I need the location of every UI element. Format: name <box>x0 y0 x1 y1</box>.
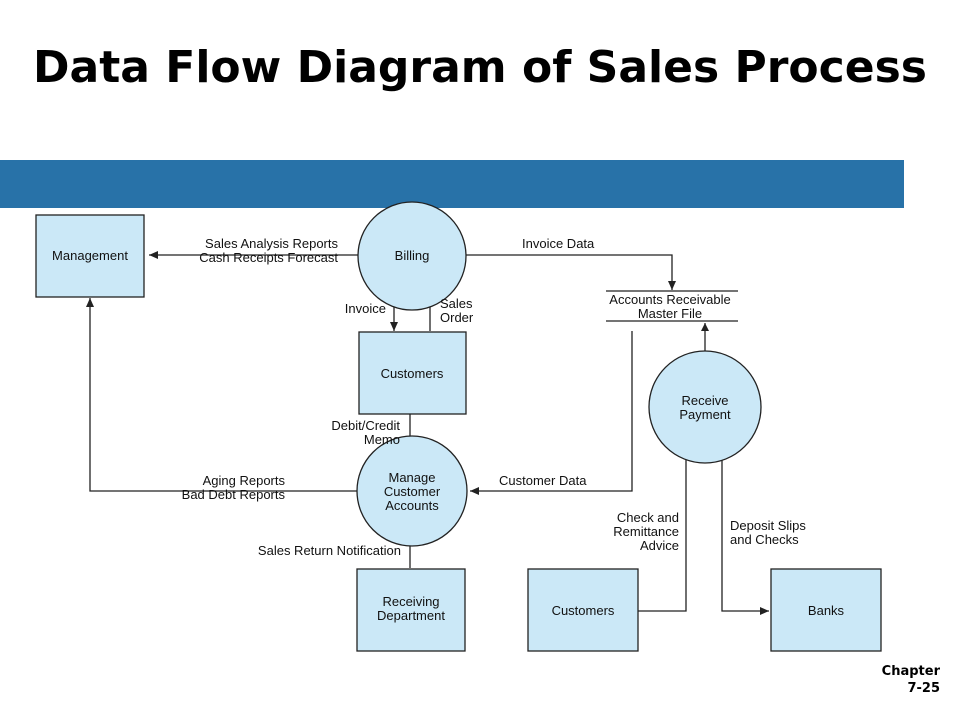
label-line: Invoice <box>345 301 386 316</box>
edge-receive-payment-to-banks <box>721 448 769 615</box>
slide-number: Chapter 7-25 <box>860 663 940 697</box>
label-line: Remittance <box>613 524 679 539</box>
footer-chapter: Chapter <box>881 664 940 679</box>
label-line: Master File <box>638 306 702 321</box>
edge-customers-to-receive-payment <box>638 447 690 612</box>
label-line: Manage <box>389 470 436 485</box>
label-line: Banks <box>808 603 845 618</box>
label-line: Receiving <box>382 594 439 609</box>
label-customers-top: Customers <box>381 366 444 381</box>
label-line: Sales Return Notification <box>258 543 401 558</box>
label-line: Cash Receipts Forecast <box>199 250 338 265</box>
label-line: Order <box>440 310 474 325</box>
label-line: Check and <box>617 510 679 525</box>
label-line: Bad Debt Reports <box>182 487 286 502</box>
page-title: Data Flow Diagram of Sales Process <box>33 42 927 93</box>
label-line: Management <box>52 248 128 263</box>
label-line: Deposit Slips <box>730 518 806 533</box>
node-billing <box>357 201 467 311</box>
node-receiving-dept <box>356 568 466 652</box>
footer-page: 7-25 <box>907 681 940 696</box>
edge-billing-to-ar-file <box>466 254 676 290</box>
title-band <box>0 160 904 208</box>
label-billing: Billing <box>395 248 430 263</box>
edge-ar-file-to-manage <box>470 331 633 495</box>
label-line: Customers <box>552 603 615 618</box>
label-line: Receive <box>682 393 729 408</box>
label-banks: Banks <box>808 603 845 618</box>
flow-invoice-data: Invoice Data <box>522 236 595 251</box>
label-line: Aging Reports <box>203 473 286 488</box>
label-line: Invoice Data <box>522 236 595 251</box>
label-line: Customer Data <box>499 473 587 488</box>
label-line: Customer <box>384 484 441 499</box>
label-line: Sales Analysis Reports <box>205 236 338 251</box>
label-line: and Checks <box>730 532 799 547</box>
label-line: Accounts Receivable <box>609 292 730 307</box>
edge-manage-to-management <box>86 298 357 492</box>
label-line: Payment <box>679 407 731 422</box>
flow-invoice: Invoice <box>345 301 386 316</box>
node-manage-accounts <box>356 435 468 547</box>
label-customers-bottom: Customers <box>552 603 615 618</box>
node-customers-top <box>358 331 467 415</box>
flow-sales-return: Sales Return Notification <box>258 543 401 558</box>
label-line: Debit/Credit <box>331 418 400 433</box>
label-line: Department <box>377 608 445 623</box>
node-customers-bottom <box>527 568 639 652</box>
node-management <box>35 214 145 298</box>
label-line: Advice <box>640 538 679 553</box>
label-line: Sales <box>440 296 473 311</box>
node-banks <box>770 568 882 652</box>
flow-customer-data: Customer Data <box>499 473 587 488</box>
label-line: Customers <box>381 366 444 381</box>
label-line: Billing <box>395 248 430 263</box>
node-receive-payment <box>648 350 762 464</box>
label-management: Management <box>52 248 128 263</box>
label-line: Accounts <box>385 498 439 513</box>
label-line: Memo <box>364 432 400 447</box>
